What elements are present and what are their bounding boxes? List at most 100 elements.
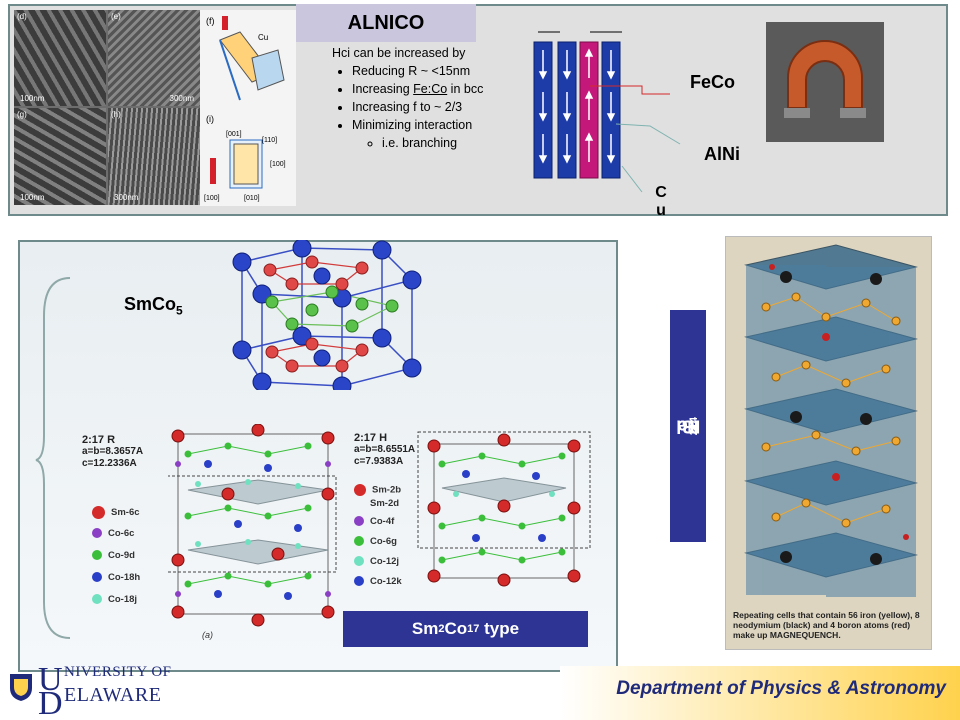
h217-c: c=7.9383A: [354, 456, 404, 467]
h217-a: a=b=8.6551A: [354, 444, 416, 455]
r217-crystal-structure: [168, 424, 337, 627]
legend-label: Co-12j: [370, 556, 400, 567]
legend-label: Sm-6c: [111, 507, 140, 519]
nd2fe14b-lattice: [726, 237, 931, 649]
label-feco: FeCo: [690, 72, 735, 92]
nd2fe14b-caption: Repeating cells that contain 56 iron (ye…: [733, 610, 920, 640]
h217-crystal-structure: [417, 431, 591, 587]
department-name: Department of Physics & Astronomy: [616, 678, 946, 699]
smco5-crystal-structure: [232, 240, 422, 390]
rod-arrows: [538, 48, 616, 164]
legend-label: Co-6g: [370, 536, 397, 547]
pointer-cu: [621, 165, 643, 193]
legend-label: Co-4f: [370, 516, 395, 527]
sketch-dir-010: [010]: [244, 195, 260, 202]
atom-dot-icon: [354, 516, 364, 527]
hci-intro: Hci can be increased by: [332, 46, 466, 60]
spacer: [354, 498, 364, 508]
hci-explanation: Hci can be increased by Reducing R ~ <15…: [332, 44, 532, 152]
b-text: B: [681, 416, 695, 437]
label-cu-line1: C: [655, 184, 667, 201]
tem-scale-label: 300nm: [114, 193, 139, 202]
tem-panel-label: (d): [17, 12, 27, 21]
r217-c: c=12.2336A: [82, 458, 137, 469]
sm2co17-text-type: type: [479, 619, 520, 638]
legend-r: Sm-6c Co-6c Co-9d Co-18h Co-18j: [92, 506, 172, 616]
nd2fe14b-crystal-figure: [725, 236, 932, 650]
tem-micrograph-figure: (d) 100nm (e) 300nm (g) 100nm (h) 300nm: [14, 10, 264, 205]
legend-label: Co-18j: [108, 594, 138, 605]
h217-title: 2:17 H: [354, 432, 388, 444]
tem-panel-h: (h) 300nm: [108, 108, 200, 205]
legend-item: Co-18h: [92, 572, 140, 583]
legend-item: Sm-6c: [92, 506, 140, 519]
tem-panel-g: (g) 100nm: [14, 108, 106, 205]
legend-item: Co-6c: [92, 528, 134, 539]
sketch-dir-110: [110]: [262, 137, 277, 144]
atom-dot-icon: [92, 528, 102, 539]
atom-dot-icon: [92, 506, 105, 519]
atom-dot-icon: [354, 536, 364, 547]
legend-label: Co-12k: [370, 576, 402, 587]
legend-item: Sm-2b: [354, 484, 401, 496]
legend-item: Co-18j: [92, 594, 137, 605]
label-cu-line2: u: [656, 202, 666, 219]
hci-subbullet-list: i.e. branching: [352, 134, 532, 152]
pointer-alni: [615, 123, 681, 145]
figure-label-a: (a): [202, 630, 213, 640]
bracket-shape: [35, 277, 71, 639]
alnico-rods-diagram: [533, 31, 681, 193]
arrow-icon: [210, 158, 216, 184]
sketch-dir-001: [001]: [226, 131, 242, 138]
r217-a: a=b=8.3657A: [82, 446, 144, 457]
hci-bullet: Increasing Fe:Co in bcc: [352, 80, 532, 98]
atom-dot-icon: [92, 572, 102, 583]
sketch-label-i: (i): [206, 114, 214, 124]
sm2co17-text-co: Co: [444, 619, 468, 638]
arrow-icon: [222, 16, 228, 30]
hci-bullet-underlined: Fe:Co: [413, 82, 448, 96]
tem-panel-label: (e): [111, 12, 121, 21]
atom-dot-icon: [92, 594, 102, 605]
svg-text:D: D: [38, 685, 63, 716]
smco5-text: SmCo: [124, 294, 177, 314]
hci-bullet: Reducing R ~ <15nm: [352, 62, 532, 80]
tem-scale-label: 100nm: [20, 94, 45, 103]
sketch-label-f: (f): [206, 16, 215, 26]
atom-dot-icon: [354, 576, 364, 587]
sm2co17-text-sm: Sm: [411, 619, 439, 638]
sketch-dir-100b: [100]: [204, 195, 220, 202]
hci-bullet-text: Increasing: [352, 82, 414, 96]
tem-panel-d: (d) 100nm: [14, 10, 106, 106]
legend-h: Sm-2b Sm-2d Co-4f Co-6g Co-12j Co-12k: [354, 484, 424, 594]
legend-label: Sm-2d: [370, 498, 400, 509]
sketch-dir-100a: [100]: [270, 161, 286, 168]
legend-item: Co-9d: [92, 550, 135, 561]
smco5-label: SmCo5: [124, 294, 183, 318]
crystal-orientation-sketch: (f) Cu (i) [001] [110] [100] [100] [010]: [200, 10, 296, 206]
hci-bullet: Increasing f to ~ 2/3: [352, 98, 532, 116]
label-cu: C u: [654, 184, 668, 220]
label-alni: AlNi: [704, 144, 740, 164]
tem-scale-label: 300nm: [169, 94, 194, 103]
legend-label: Sm-2b: [372, 484, 402, 496]
hci-bullet: Minimizing interaction: [352, 116, 532, 134]
sketch-label-cu: Cu: [258, 33, 268, 42]
legend-item: Co-6g: [354, 536, 397, 547]
legend-label: Co-9d: [108, 550, 135, 561]
hci-subbullet: i.e. branching: [382, 134, 532, 152]
tem-scale-label: 100nm: [20, 193, 45, 202]
legend-label: Co-6c: [108, 528, 135, 539]
r217-title: 2:17 R: [82, 434, 116, 446]
r217-info: 2:17 R a=b=8.3657A c=12.2336A: [82, 434, 143, 470]
legend-item: Sm-2d: [354, 498, 399, 509]
atom-dot-icon: [354, 484, 366, 496]
hci-bullet-tail: in bcc: [447, 82, 484, 96]
svg-text:U: U: [38, 661, 63, 698]
horseshoe-magnet-icon: [766, 22, 884, 142]
tem-panel-label: (h): [111, 110, 121, 119]
tem-panel-label: (g): [17, 110, 27, 119]
